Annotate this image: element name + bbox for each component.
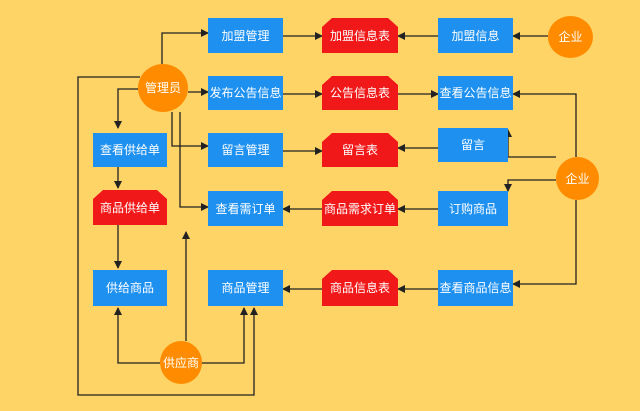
view-demand-order-label: 查看需订单: [215, 201, 276, 216]
supply-product-box: 供给商品: [93, 270, 167, 306]
arrow-admin-to-message-mgmt: [171, 112, 209, 150]
enterprise-actor-top: 企业: [548, 16, 593, 58]
product-info-table-label: 商品信息表: [329, 281, 390, 295]
supplier-label: 供应商: [162, 355, 199, 370]
product-demand-order-store: 商品需求订单: [322, 191, 398, 226]
join-info-table-store: 加盟信息表: [322, 18, 398, 53]
view-supply-order-box: 查看供给单: [93, 133, 167, 167]
message-table-label: 留言表: [341, 143, 378, 157]
message-management-label: 留言管理: [221, 143, 270, 157]
product-supply-order-store: 商品供给单: [93, 190, 167, 225]
arrow-enterprise-to-view-notice: [512, 90, 577, 157]
enterprise-mid-label: 企业: [565, 171, 590, 186]
publish-notice-box: 发布公告信息: [208, 76, 283, 110]
notice-table-store: 公告信息表: [322, 76, 398, 110]
publish-notice-label: 发布公告信息: [209, 86, 282, 100]
product-supply-order-label: 商品供给单: [99, 200, 160, 215]
product-management-box: 商品管理: [208, 270, 283, 306]
view-notice-label: 查看公告信息: [439, 86, 512, 100]
supplier-actor: 供应商: [160, 341, 202, 384]
product-management-label: 商品管理: [221, 281, 270, 295]
arrow-supplier-to-product-mgmt: [200, 307, 248, 364]
arrow-enterprise-to-view-product: [512, 200, 577, 288]
view-notice-box: 查看公告信息: [438, 76, 513, 110]
view-supply-order-label: 查看供给单: [99, 143, 160, 157]
product-info-table-store: 商品信息表: [322, 270, 398, 306]
arrow-supplier-to-supply-product: [114, 307, 160, 364]
arrow-enterprise-to-message: [504, 129, 556, 158]
join-management-box: 加盟管理: [208, 18, 283, 53]
administrator-actor: 管理员: [138, 64, 188, 112]
arrow-admin-to-view-demand: [179, 112, 209, 211]
enterprise-top-label: 企业: [558, 30, 583, 44]
arrow-admin-loop-to-product-mgmt: [77, 76, 258, 396]
join-info-table-label: 加盟信息表: [329, 28, 390, 43]
join-info-box: 加盟信息: [438, 18, 513, 53]
message-management-box: 留言管理: [208, 133, 283, 167]
administrator-label: 管理员: [144, 81, 181, 95]
join-management-label: 加盟管理: [221, 28, 270, 43]
message-box: 留言: [438, 128, 508, 162]
arrow-admin-to-view-supply: [114, 88, 138, 129]
arrow-admin-to-join-mgmt: [161, 29, 209, 64]
view-demand-order-box: 查看需订单: [208, 191, 283, 226]
message-label: 留言: [460, 138, 485, 152]
order-product-label: 订购商品: [448, 201, 497, 216]
view-product-info-label: 查看商品信息: [439, 281, 512, 295]
view-product-info-box: 查看商品信息: [438, 270, 513, 306]
product-demand-order-label: 商品需求订单: [323, 201, 396, 216]
enterprise-actor-mid: 企业: [556, 157, 599, 200]
supply-product-label: 供给商品: [105, 281, 154, 295]
arrow-enterprise-to-order: [504, 179, 556, 192]
join-info-label: 加盟信息: [451, 28, 500, 43]
order-product-box: 订购商品: [438, 191, 508, 226]
notice-table-label: 公告信息表: [329, 86, 390, 100]
message-table-store: 留言表: [322, 133, 398, 167]
